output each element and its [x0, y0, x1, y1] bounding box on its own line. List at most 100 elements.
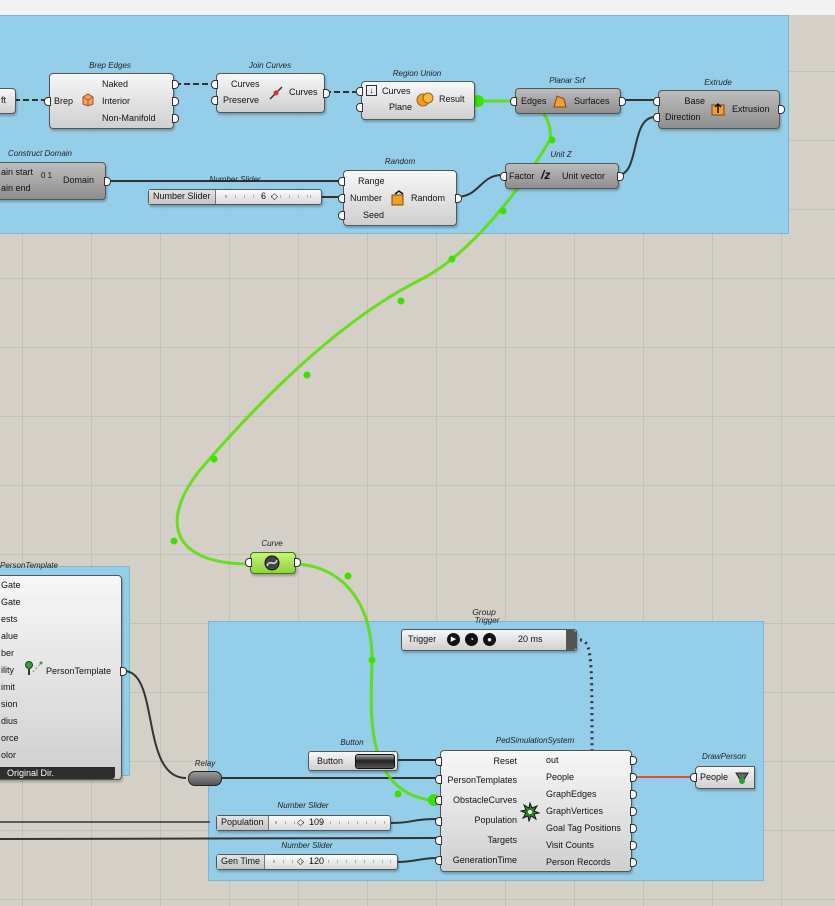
ped-sim-in-port-6[interactable] — [435, 856, 442, 865]
person-template-footer-label: Original Dir. — [7, 768, 55, 778]
construct-domain-component[interactable]: ain start ain end 0 1 Domain — [0, 162, 111, 200]
arrow-down-icon: ↓ — [366, 85, 377, 96]
population-slider[interactable]: Population ◇ 109 — [216, 815, 391, 831]
region-union-output: Result — [439, 94, 465, 104]
person-template-component[interactable]: Gate Gate ests alue ber ility imit sion … — [0, 575, 127, 780]
region-union-icon — [416, 92, 434, 107]
construct-domain-input-start: ain start — [1, 167, 34, 177]
ped-sim-output-visitcounts: Visit Counts — [546, 840, 594, 850]
random-component[interactable]: Range Number Seed Random — [338, 170, 462, 226]
extrude-component[interactable]: Base Direction Extrusion — [653, 90, 785, 129]
extrude-output: Extrusion — [732, 104, 770, 114]
draw-person-input: People — [700, 772, 729, 782]
brep-edges-out-port-1[interactable] — [172, 80, 179, 89]
construct-domain-input-end: ain end — [1, 183, 31, 193]
trigger-handle[interactable] — [566, 630, 576, 650]
random-in-port-2[interactable] — [338, 194, 345, 203]
person-template-out-port[interactable] — [120, 667, 127, 676]
region-union-in-port-1[interactable] — [356, 87, 363, 96]
ped-sim-out-port-7[interactable] — [630, 858, 637, 867]
curve-component[interactable] — [245, 552, 301, 574]
wire-unitz-extrude — [617, 116, 656, 176]
curve-out-port[interactable] — [294, 558, 301, 567]
draw-person-title: DrawPerson — [701, 752, 746, 761]
join-curves-in-port-2[interactable] — [211, 96, 218, 105]
planar-srf-component[interactable]: Edges Surfaces — [510, 88, 626, 114]
planar-srf-out-port[interactable] — [619, 97, 626, 106]
draw-person-in-port[interactable] — [690, 773, 697, 782]
draw-person-component[interactable]: People — [690, 766, 755, 789]
random-in-port-1[interactable] — [338, 177, 345, 186]
curve-in-port[interactable] — [245, 558, 252, 567]
ped-sim-output-goaltag: Goal Tag Positions — [546, 823, 621, 833]
brep-edges-out-port-2[interactable] — [172, 97, 179, 106]
unit-z-out-port[interactable] — [617, 172, 624, 181]
gen-time-slider-grip[interactable]: ◇ — [297, 856, 304, 866]
ped-sim-in-port-4[interactable] — [435, 817, 442, 826]
person-template-input-8: sion — [1, 699, 18, 709]
ped-sim-input-obstaclecurves: ObstacleCurves — [452, 795, 517, 805]
ped-sim-out-port-4[interactable] — [630, 807, 637, 816]
gen-time-slider[interactable]: Gen Time ◇ 120 — [216, 854, 398, 870]
construct-domain-out-port[interactable] — [104, 177, 111, 186]
stop-icon[interactable]: ● — [483, 633, 496, 646]
planar-srf-title: Planar Srf — [549, 76, 585, 85]
unit-z-component[interactable]: Factor /z Unit vector — [500, 163, 624, 189]
extrude-input-base: Base — [684, 96, 705, 106]
slider-top-label: Number Slider — [149, 190, 216, 204]
brep-edges-component[interactable]: Brep Naked Interior Non-Manifold — [44, 73, 179, 129]
brep-edges-out-port-3[interactable] — [172, 114, 179, 123]
ped-sim-out-port-1[interactable] — [630, 756, 637, 765]
join-curves-input-preserve: Preserve — [223, 95, 260, 105]
join-curves-component[interactable]: Curves Preserve Curves — [211, 73, 330, 113]
brep-box-icon — [82, 93, 94, 107]
join-curves-in-port-1[interactable] — [211, 80, 218, 89]
planar-srf-in-port[interactable] — [510, 97, 517, 106]
brep-edges-input-port[interactable] — [44, 97, 51, 106]
ped-sim-out-port-6[interactable] — [630, 841, 637, 850]
ped-sim-input-reset: Reset — [493, 756, 517, 766]
ped-sim-out-port-3[interactable] — [630, 790, 637, 799]
gen-time-slider-value: 120 — [309, 856, 325, 866]
unit-z-in-port[interactable] — [500, 172, 507, 181]
join-curves-out-port[interactable] — [323, 89, 330, 98]
join-curves-output: Curves — [289, 87, 318, 97]
gen-time-slider-track[interactable] — [273, 860, 391, 863]
ped-sim-in-port-5[interactable] — [435, 836, 442, 845]
ped-sim-in-port-2[interactable] — [435, 775, 442, 784]
gen-slider-title: Number Slider — [281, 841, 333, 850]
timer-icon[interactable]: ◔ — [465, 633, 478, 646]
extrude-in-port-1[interactable] — [653, 97, 660, 106]
ped-sim-input-population: Population — [474, 815, 517, 825]
partial-left-component[interactable]: ft — [0, 88, 16, 114]
unit-z-output: Unit vector — [562, 171, 606, 181]
random-in-port-3[interactable] — [338, 211, 345, 220]
slider-top-grip[interactable]: ◇ — [271, 191, 278, 201]
button-component[interactable]: Button — [308, 751, 398, 771]
ped-sim-in-port-1[interactable] — [435, 757, 442, 766]
trigger-title: Trigger — [474, 616, 500, 625]
population-slider-value: 109 — [309, 817, 325, 827]
wire-gen-ped — [396, 857, 438, 863]
ped-sim-in-port-3[interactable] — [435, 796, 442, 805]
relay-component[interactable] — [188, 771, 222, 786]
extrude-in-port-2[interactable] — [653, 113, 660, 122]
ped-sim-component[interactable]: Reset PersonTemplates ObstacleCurves Pop… — [435, 750, 637, 872]
ped-sim-out-port-5[interactable] — [630, 824, 637, 833]
trigger-component[interactable]: Trigger ▶ ◔ ● 20 ms — [401, 629, 577, 651]
region-union-in-port-2[interactable] — [356, 103, 363, 112]
population-slider-track[interactable] — [275, 821, 385, 824]
play-icon[interactable]: ▶ — [447, 633, 460, 646]
wire-random-unitz — [455, 174, 503, 198]
population-slider-grip[interactable]: ◇ — [297, 817, 304, 827]
region-union-component[interactable]: ↓ Curves Plane Result — [356, 81, 475, 120]
extrude-out-port[interactable] — [778, 105, 785, 114]
ped-sim-out-port-2[interactable] — [630, 773, 637, 782]
slider-top-track[interactable] — [225, 195, 311, 198]
draw-person-icon — [735, 772, 749, 784]
random-out-port[interactable] — [455, 194, 462, 203]
button-press-area[interactable] — [355, 754, 395, 769]
slider-top-title: Number Slider — [209, 175, 261, 184]
number-slider-top[interactable]: Number Slider 6 ◇ — [148, 189, 322, 205]
construct-domain-title: Construct Domain — [7, 149, 73, 158]
